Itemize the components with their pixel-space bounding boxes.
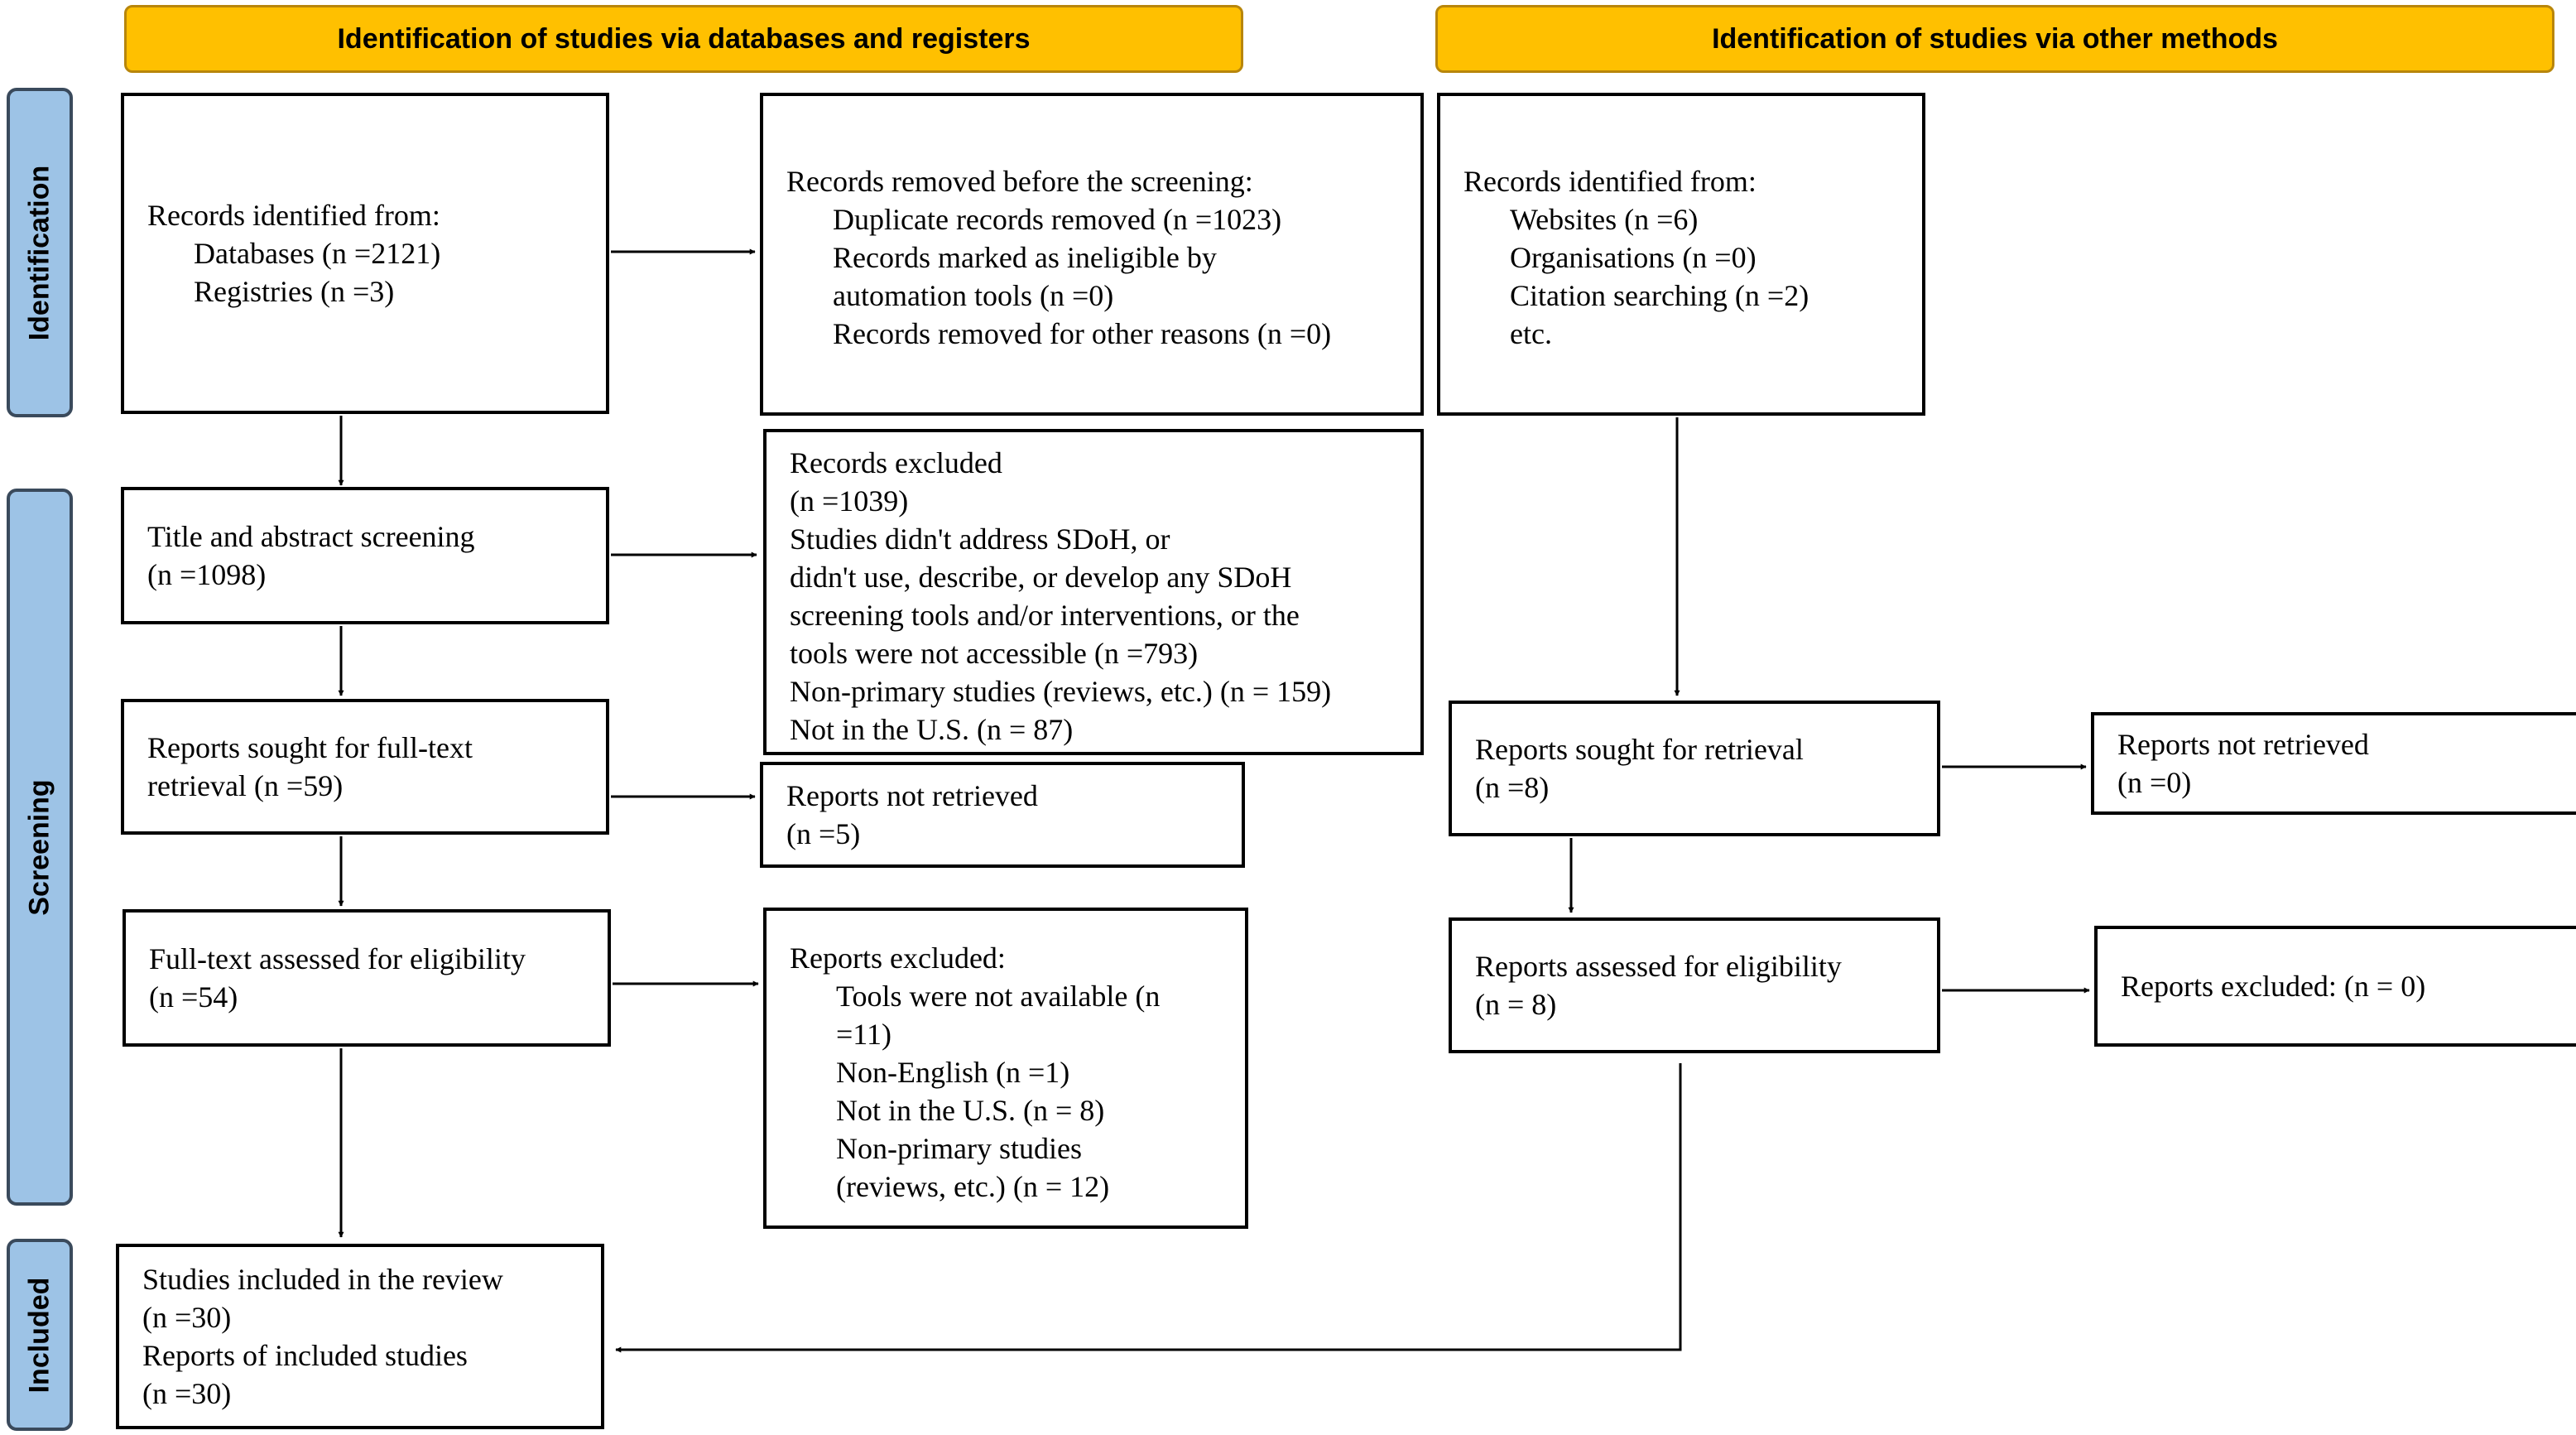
records-excluded-line8: Not in the U.S. (n = 87) — [790, 713, 1074, 746]
header-other-label: Identification of studies via other meth… — [1712, 22, 2278, 55]
records-removed-ineligible-1: Records marked as ineligible by — [833, 241, 1217, 274]
fulltext-assessed-line1: Full-text assessed for eligibility — [149, 942, 526, 975]
arrow-other-assessed-to-included — [615, 1063, 1682, 1353]
other-reports-assessed-line2: (n = 8) — [1475, 988, 1557, 1021]
other-reports-not-retrieved-box: Reports not retrieved (n =0) — [2091, 712, 2576, 815]
other-records-etc: etc. — [1510, 317, 1552, 350]
records-excluded-line4: didn't use, describe, or develop any SDo… — [790, 561, 1292, 594]
reports-excluded-item4b: (reviews, etc.) (n = 12) — [836, 1170, 1110, 1203]
other-records-citation: Citation searching (n =2) — [1510, 279, 1809, 312]
header-databases-label: Identification of studies via databases … — [337, 22, 1031, 55]
reports-not-retrieved-line2: (n =5) — [786, 817, 861, 850]
other-records-organisations: Organisations (n =0) — [1510, 241, 1757, 274]
records-excluded-box: Records excluded (n =1039) Studies didn'… — [763, 429, 1424, 755]
records-removed-duplicates: Duplicate records removed (n =1023) — [833, 203, 1282, 236]
other-reports-assessed-box: Reports assessed for eligibility (n = 8) — [1449, 917, 1940, 1053]
records-removed-ineligible-2: automation tools (n =0) — [833, 279, 1114, 312]
records-excluded-line3: Studies didn't address SDoH, or — [790, 522, 1170, 556]
reports-sought-fulltext-box: Reports sought for full-text retrieval (… — [121, 699, 609, 835]
reports-sought-line2: retrieval (n =59) — [147, 769, 344, 802]
other-reports-sought-line2: (n =8) — [1475, 771, 1550, 804]
reports-not-retrieved-line1: Reports not retrieved — [786, 779, 1038, 812]
other-reports-excluded-line1: Reports excluded: (n = 0) — [2121, 970, 2426, 1003]
header-databases-registers: Identification of studies via databases … — [124, 5, 1243, 73]
phase-screening: Screening — [7, 489, 73, 1206]
other-reports-not-retrieved-line1: Reports not retrieved — [2117, 728, 2369, 761]
title-abstract-line1: Title and abstract screening — [147, 520, 475, 553]
records-identified-title: Records identified from: — [147, 199, 440, 232]
fulltext-assessed-box: Full-text assessed for eligibility (n =5… — [123, 909, 611, 1047]
studies-included-line2: (n =30) — [142, 1301, 232, 1334]
records-identified-other-box: Records identified from: Websites (n =6)… — [1437, 93, 1925, 416]
other-reports-sought-box: Reports sought for retrieval (n =8) — [1449, 701, 1940, 836]
records-identified-databases: Databases (n =2121) — [194, 237, 441, 270]
phase-included: Included — [7, 1239, 73, 1431]
records-excluded-line7: Non-primary studies (reviews, etc.) (n =… — [790, 675, 1332, 708]
reports-excluded-box: Reports excluded: Tools were not availab… — [763, 908, 1248, 1229]
records-removed-box: Records removed before the screening: Du… — [760, 93, 1424, 416]
title-abstract-screening-box: Title and abstract screening (n =1098) — [121, 487, 609, 624]
studies-included-line3: Reports of included studies — [142, 1339, 468, 1372]
records-excluded-line5: screening tools and/or interventions, or… — [790, 599, 1300, 632]
reports-excluded-item1a: Tools were not available (n — [836, 980, 1161, 1013]
reports-sought-line1: Reports sought for full-text — [147, 731, 473, 764]
other-reports-not-retrieved-line2: (n =0) — [2117, 766, 2192, 799]
records-excluded-line6: tools were not accessible (n =793) — [790, 637, 1199, 670]
reports-excluded-item1b: =11) — [836, 1018, 892, 1051]
records-removed-other: Records removed for other reasons (n =0) — [833, 317, 1332, 350]
other-reports-assessed-line1: Reports assessed for eligibility — [1475, 950, 1842, 983]
records-identified-databases-box: Records identified from: Databases (n =2… — [121, 93, 609, 414]
reports-excluded-item3: Not in the U.S. (n = 8) — [836, 1094, 1105, 1127]
fulltext-assessed-line2: (n =54) — [149, 980, 238, 1014]
studies-included-box: Studies included in the review (n =30) R… — [116, 1244, 604, 1429]
reports-excluded-item4a: Non-primary studies — [836, 1132, 1082, 1165]
other-reports-sought-line1: Reports sought for retrieval — [1475, 733, 1804, 766]
title-abstract-line2: (n =1098) — [147, 558, 267, 591]
reports-excluded-item2: Non-English (n =1) — [836, 1056, 1070, 1089]
studies-included-line4: (n =30) — [142, 1377, 232, 1410]
other-records-identified-title: Records identified from: — [1463, 165, 1757, 198]
records-excluded-line2: (n =1039) — [790, 484, 909, 518]
other-records-websites: Websites (n =6) — [1510, 203, 1699, 236]
phase-identification: Identification — [7, 88, 73, 417]
records-identified-registries: Registries (n =3) — [194, 275, 395, 308]
reports-excluded-title: Reports excluded: — [790, 941, 1006, 975]
other-reports-excluded-box: Reports excluded: (n = 0) — [2094, 926, 2576, 1047]
header-other-methods: Identification of studies via other meth… — [1435, 5, 2554, 73]
reports-not-retrieved-box: Reports not retrieved (n =5) — [760, 762, 1245, 868]
records-excluded-line1: Records excluded — [790, 446, 1002, 479]
studies-included-line1: Studies included in the review — [142, 1263, 503, 1296]
records-removed-title: Records removed before the screening: — [786, 165, 1253, 198]
